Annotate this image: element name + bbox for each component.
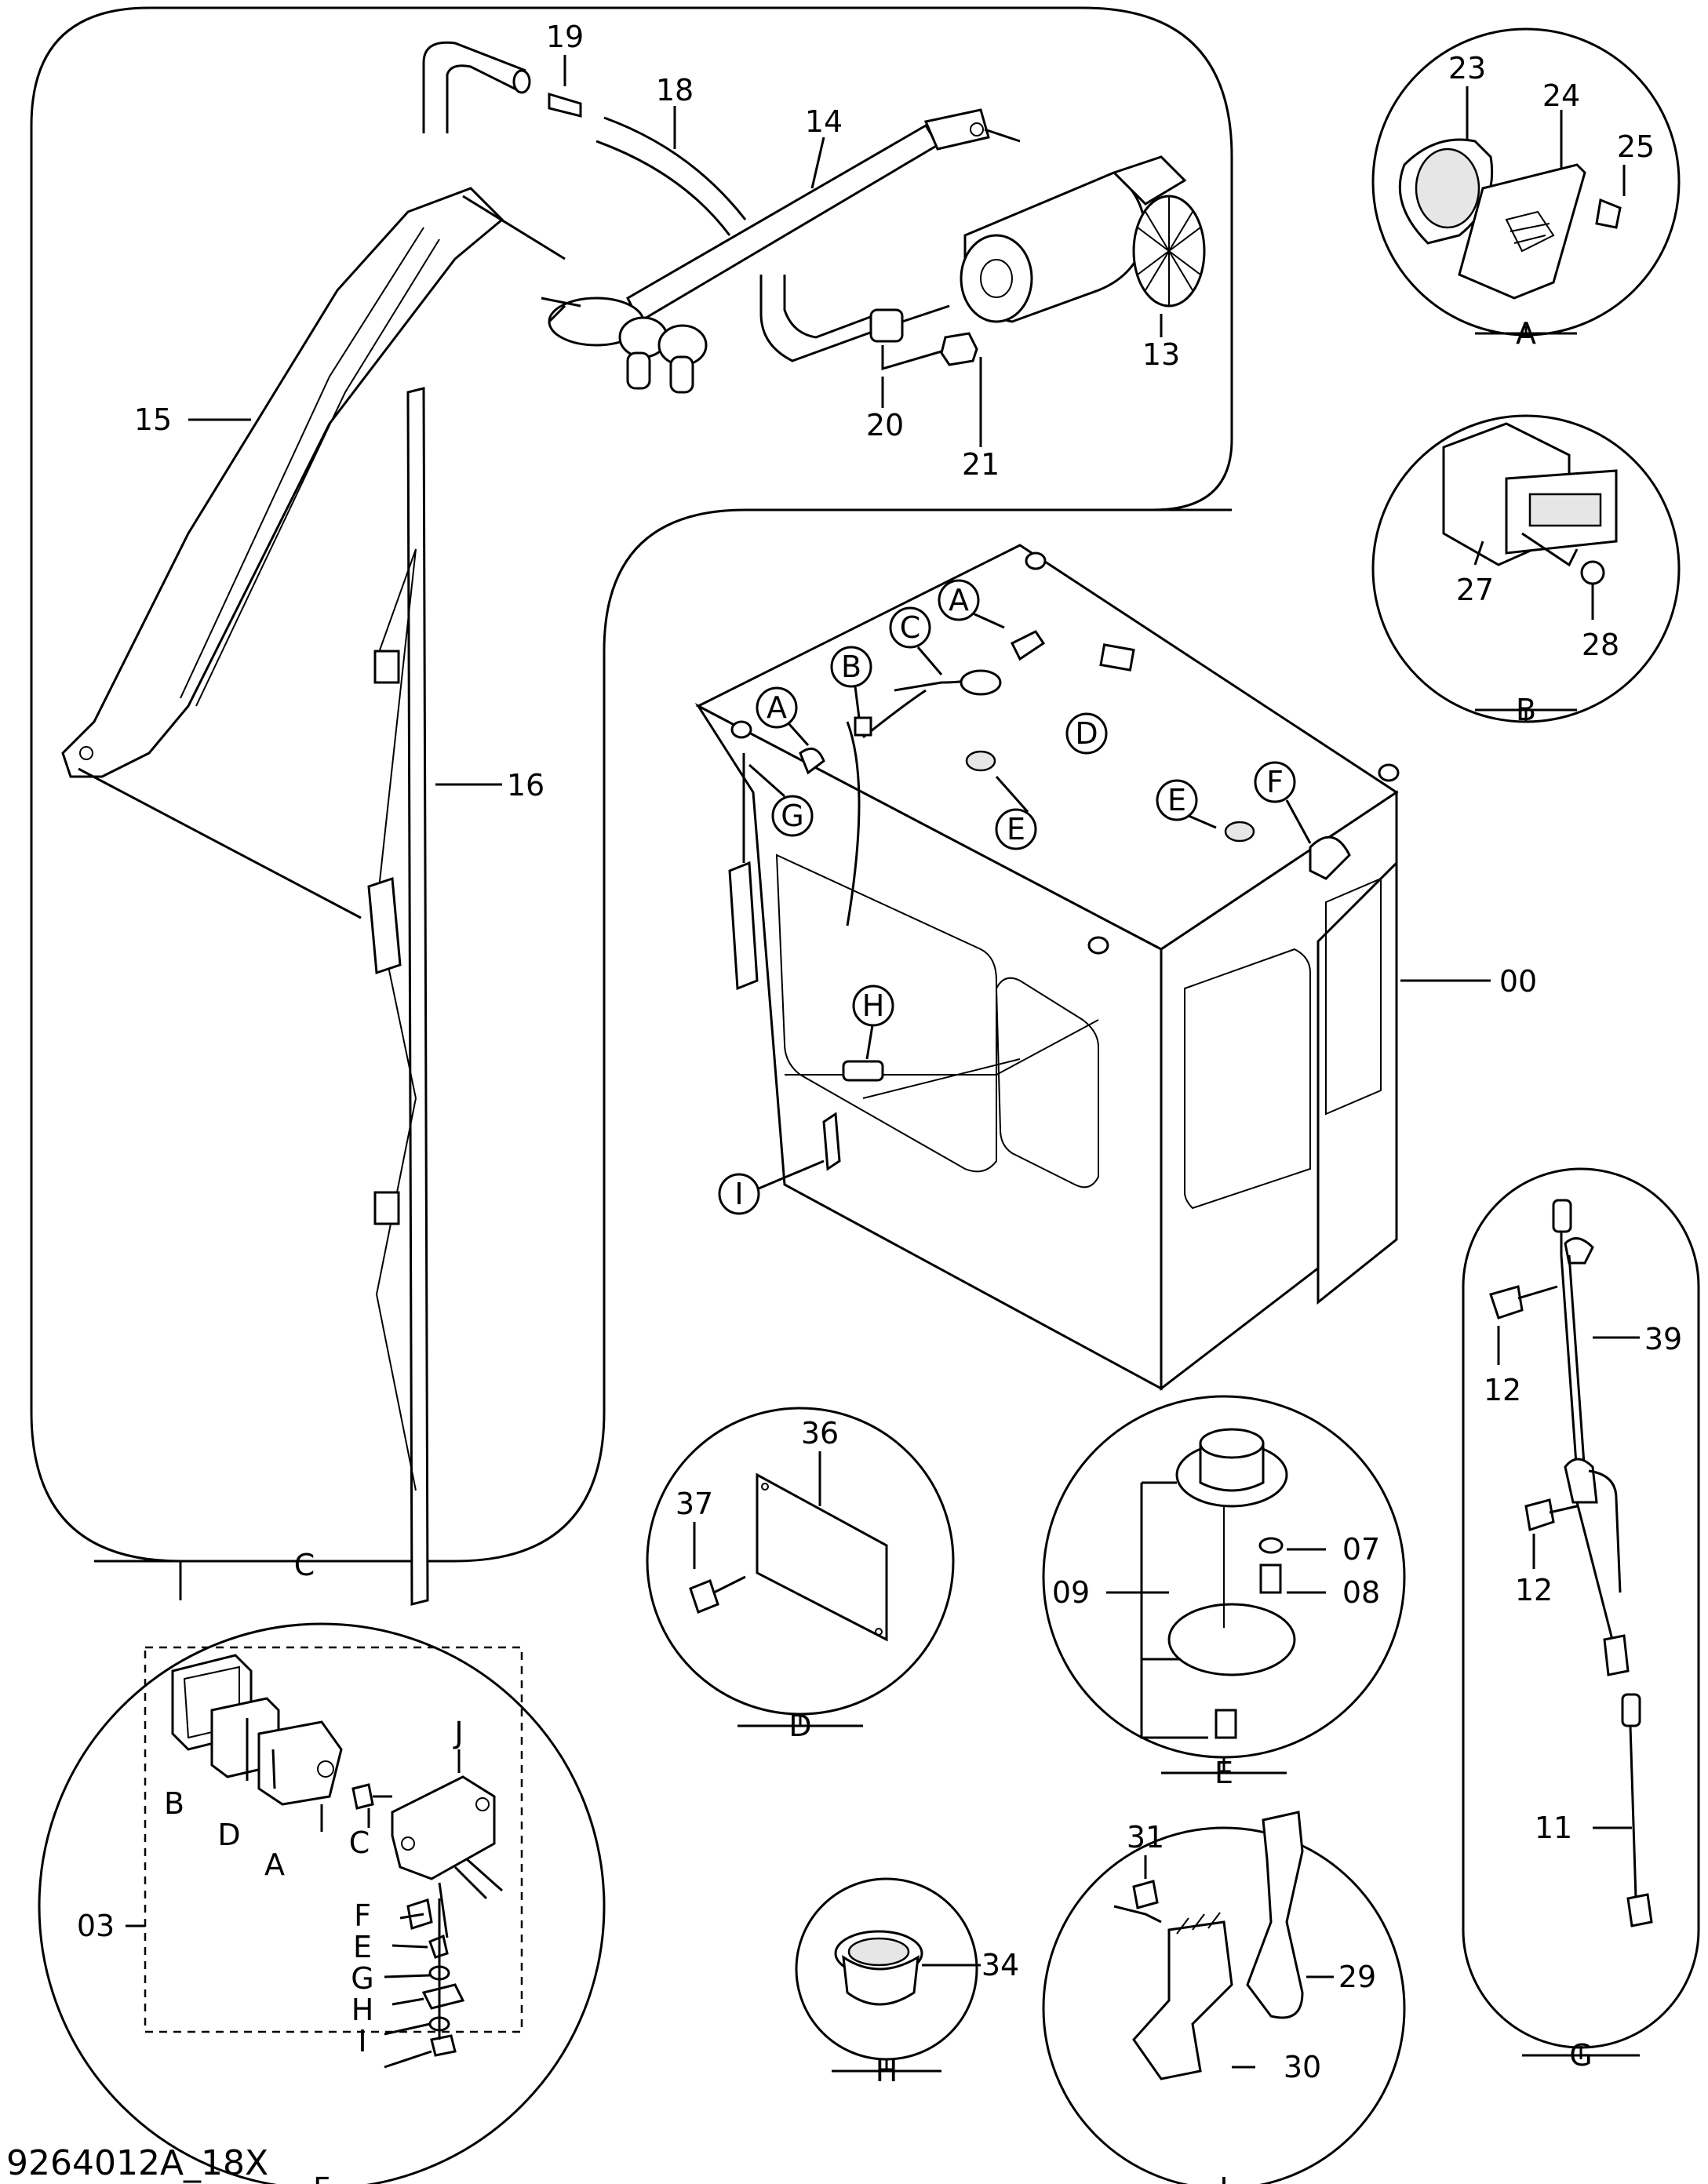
part-29: 29 <box>1338 1960 1376 1994</box>
part-19: 19 <box>546 20 584 54</box>
part-12-top: 12 <box>1484 1373 1521 1407</box>
lamp-part-e: E <box>353 1930 372 1964</box>
group-g-cable <box>1462 1167 1700 2059</box>
part-00: 00 <box>1499 964 1537 999</box>
lamp-part-j: J <box>453 1716 463 1750</box>
cab-assembly <box>603 508 1400 1412</box>
group-label-g: G <box>1569 2038 1592 2073</box>
group-h-grommet <box>795 1877 981 2073</box>
wiper-pivot <box>541 297 708 394</box>
callout-a-right: A <box>949 583 969 617</box>
callout-h: H <box>862 988 885 1023</box>
part-12-bottom: 12 <box>1515 1573 1553 1607</box>
part-08: 08 <box>1342 1575 1380 1610</box>
part-14: 14 <box>805 104 843 139</box>
callout-f: F <box>1266 765 1284 799</box>
group-i-lever <box>1042 1811 1406 2184</box>
washer-hose <box>422 41 950 362</box>
part-31: 31 <box>1127 1820 1164 1855</box>
part-20: 20 <box>866 408 904 442</box>
group-label-e: E <box>1215 1756 1233 1790</box>
part-21: 21 <box>962 447 1000 482</box>
part-11: 11 <box>1535 1811 1572 1845</box>
callout-d: D <box>1075 716 1098 751</box>
lamp-part-h: H <box>351 1993 374 2027</box>
group-label-b: B <box>1516 693 1536 727</box>
part-07: 07 <box>1342 1532 1380 1567</box>
group-label-f: F <box>313 2171 330 2184</box>
part-09: 09 <box>1052 1575 1090 1610</box>
group-c-wiper <box>30 6 1233 1606</box>
callout-b: B <box>841 650 861 684</box>
part-28: 28 <box>1582 628 1619 662</box>
lamp-part-f: F <box>354 1898 371 1933</box>
group-label-h: H <box>876 2054 898 2088</box>
part-34: 34 <box>981 1948 1019 1982</box>
part-16: 16 <box>507 768 544 803</box>
group-label-d: D <box>788 1709 811 1743</box>
part-39: 39 <box>1644 1322 1682 1356</box>
callout-e-left: E <box>1007 812 1025 846</box>
lamp-part-g: G <box>351 1961 373 1996</box>
part-27: 27 <box>1456 573 1494 607</box>
group-e-cap <box>1042 1395 1406 1774</box>
callout-g: G <box>781 799 803 833</box>
lamp-part-i: I <box>358 2024 366 2058</box>
group-label-i: I <box>1219 2171 1228 2184</box>
part-18: 18 <box>656 73 694 107</box>
part-25: 25 <box>1617 129 1655 164</box>
group-label-a: A <box>1516 316 1536 351</box>
wiper-arm <box>61 187 566 778</box>
group-a-lamp-cover <box>1371 27 1681 337</box>
cab-callouts <box>718 579 1491 1215</box>
group-b-switch <box>1371 414 1681 723</box>
part-24: 24 <box>1542 78 1580 113</box>
part-30: 30 <box>1284 2050 1321 2084</box>
lamp-part-c: C <box>349 1825 370 1860</box>
lamp-part-b: B <box>164 1786 184 1821</box>
callout-i: I <box>734 1177 743 1211</box>
group-label-c: C <box>294 1548 315 1582</box>
part-15: 15 <box>134 402 172 437</box>
part-13: 13 <box>1142 337 1180 372</box>
part-03: 03 <box>77 1909 115 1943</box>
drawing-code: 9264012A_18X <box>6 2143 268 2183</box>
callout-a-left: A <box>767 690 787 725</box>
group-d-nameplate <box>646 1407 955 1727</box>
part-37: 37 <box>676 1487 713 1521</box>
bolt-21 <box>881 332 978 371</box>
lamp-part-d: D <box>217 1818 240 1852</box>
callout-c: C <box>900 610 921 645</box>
part-36: 36 <box>801 1416 839 1451</box>
group-f-work-lamp <box>38 1622 606 2184</box>
wiper-motor <box>960 155 1206 323</box>
callout-e-right: E <box>1167 783 1186 817</box>
wiper-blade <box>78 387 429 1606</box>
lamp-part-a: A <box>264 1847 285 1882</box>
part-23: 23 <box>1448 51 1486 86</box>
